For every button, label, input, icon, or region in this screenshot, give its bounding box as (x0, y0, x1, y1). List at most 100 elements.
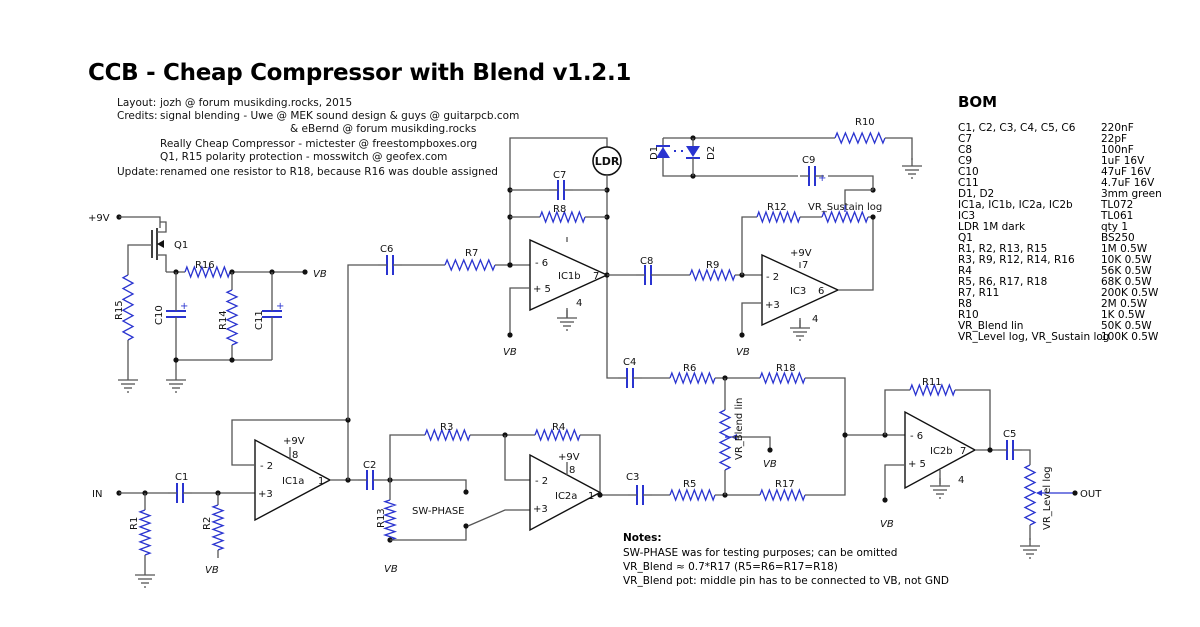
opamp-ic2b (904, 410, 977, 490)
wire (884, 389, 910, 435)
bom-title: BOM (958, 93, 998, 111)
schematic-title: CCB - Cheap Compressor with Blend v1.2.1 (88, 60, 632, 86)
junction-dot (463, 489, 469, 495)
bom-part: LDR 1M dark (958, 221, 1026, 233)
wire (509, 287, 530, 335)
bom-value: 220nF (1101, 122, 1134, 134)
label-p5: + 5 (908, 459, 926, 470)
r16 (184, 265, 231, 279)
label-r18: R18 (776, 363, 796, 374)
polarity-plus: + (818, 173, 826, 184)
bom-part: R1, R2, R13, R15 (958, 243, 1048, 255)
junction-dot (739, 332, 745, 338)
opamp-ic2a (529, 453, 602, 532)
junction-dot (882, 497, 888, 503)
label-p3: +3 (533, 504, 548, 515)
wire (741, 302, 762, 335)
r15 (121, 274, 135, 341)
label-m2: - 2 (766, 272, 779, 283)
opamp-ic3 (761, 253, 840, 327)
label-c7: C7 (553, 170, 566, 181)
wire (347, 264, 378, 420)
pot-wiper-arrow (1036, 490, 1042, 496)
wire (955, 389, 991, 450)
label-m6: - 6 (910, 431, 923, 442)
bom-value: 3mm green (1101, 188, 1162, 200)
wire (231, 419, 349, 480)
wire (884, 464, 905, 500)
label-p4: 4 (958, 475, 964, 486)
junction-dot (173, 357, 179, 363)
label-m6: - 6 (535, 258, 548, 269)
credit-text: & eBernd @ forum musikding.rocks (290, 123, 477, 135)
r12 (756, 210, 801, 224)
bom-row: D1, D2 3mm green (958, 188, 1162, 200)
bom-part: R8 (958, 298, 972, 310)
label-vr-level: VR_Level log (1042, 466, 1053, 530)
note-line: VR_Blend pot: middle pin has to be conne… (623, 575, 949, 587)
label-c6: C6 (380, 244, 393, 255)
label-r2: R2 (202, 517, 213, 530)
label-q1: Q1 (174, 240, 188, 251)
vr-sustain (821, 210, 869, 224)
r4 (534, 428, 581, 442)
d2-diode (686, 146, 700, 157)
bom-value: BS250 (1101, 232, 1135, 244)
wire (606, 175, 618, 379)
bom-value: TL061 (1101, 210, 1134, 222)
label-ldr: LDR (595, 155, 620, 168)
bom-value: 56K 0.5W (1101, 265, 1152, 277)
label-r5: R5 (683, 479, 696, 490)
c9-gap (798, 168, 828, 184)
d1-light (674, 150, 676, 152)
r14 (225, 289, 239, 346)
bom-part: D1, D2 (958, 188, 995, 200)
label-p5: + 5 (533, 284, 551, 295)
vr-blend (718, 409, 732, 471)
wire (389, 434, 425, 480)
label-r15: R15 (114, 300, 125, 320)
wire (1022, 449, 1031, 465)
note-line: VR_Blend ≈ 0.7*R17 (R5=R6=R17=R18) (623, 561, 838, 573)
r18 (759, 371, 806, 385)
label-out: OUT (1080, 489, 1102, 500)
bom-part: R3, R9, R12, R14, R16 (958, 254, 1075, 266)
junction-dot (507, 262, 513, 268)
label-r14: R14 (218, 310, 229, 330)
bom-part: R4 (958, 265, 972, 277)
wire (580, 434, 601, 495)
bom-part: R7, R11 (958, 287, 1000, 299)
bom-part: VR_Blend lin (958, 320, 1024, 332)
wire (741, 216, 757, 275)
junction-dot (842, 432, 848, 438)
junction-dot (597, 492, 603, 498)
label-c5: C5 (1003, 429, 1016, 440)
bom-value: 47uF 16V (1101, 166, 1151, 178)
credit-text: Really Cheap Compressor - mictester @ fr… (160, 138, 478, 150)
label-p7: 7 (960, 446, 966, 457)
label-c9: C9 (802, 155, 815, 166)
bom-value: 4.7uF 16V (1101, 177, 1155, 189)
label-p7: 7 (802, 260, 808, 271)
bom-value: 50K 0.5W (1101, 320, 1152, 332)
bom-part: C1, C2, C3, C4, C5, C6 (958, 122, 1076, 134)
label-r6: R6 (683, 363, 696, 374)
wire (382, 479, 467, 490)
label-r3: R3 (440, 422, 453, 433)
wire (127, 244, 152, 262)
r2 (211, 504, 225, 551)
wire (390, 528, 467, 541)
wire (119, 216, 161, 228)
wire (467, 509, 530, 527)
label-vb: VB (503, 347, 517, 358)
